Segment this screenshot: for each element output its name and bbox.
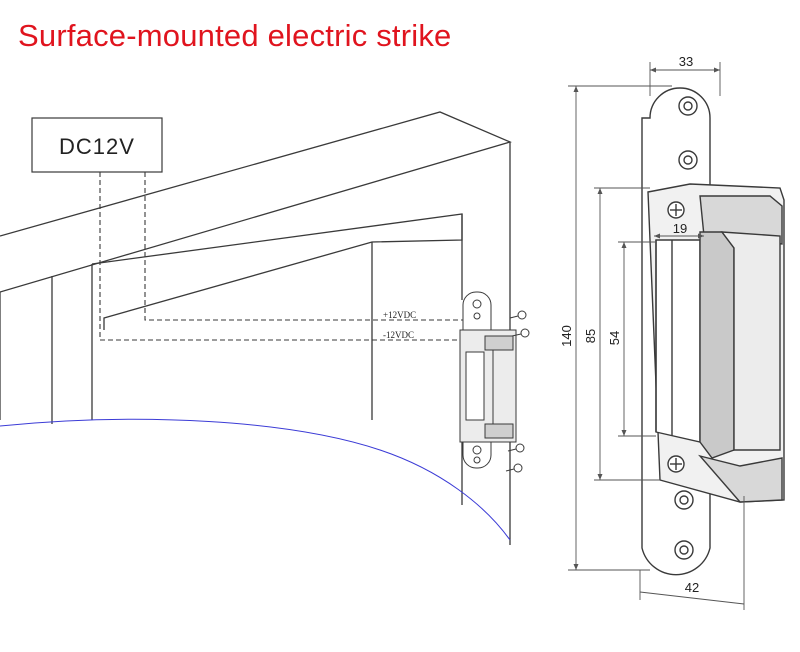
wires: [99, 172, 465, 341]
dim-bottom-width: 42: [685, 580, 699, 595]
floor-curve: [0, 418, 511, 541]
dim-body-height: 85: [583, 329, 598, 343]
strike-large: [641, 87, 785, 576]
dimension-lines: [568, 62, 745, 610]
small-screws: [505, 310, 530, 473]
dim-keeper-height: 54: [607, 331, 622, 345]
power-supply-box: DC12V: [31, 117, 163, 173]
wire-negative-label: -12VDC: [383, 330, 414, 340]
wire-positive-label: +12VDC: [383, 310, 416, 320]
strike-small: [459, 291, 517, 469]
dim-top-width: 33: [679, 54, 693, 69]
door-frame: [0, 111, 512, 545]
dim-overall-height: 140: [559, 325, 574, 347]
diagram-title: Surface-mounted electric strike: [18, 18, 452, 53]
dimension-arrows: [573, 67, 720, 570]
power-supply-label: DC12V: [59, 134, 135, 159]
dim-keeper-width: 19: [673, 221, 687, 236]
